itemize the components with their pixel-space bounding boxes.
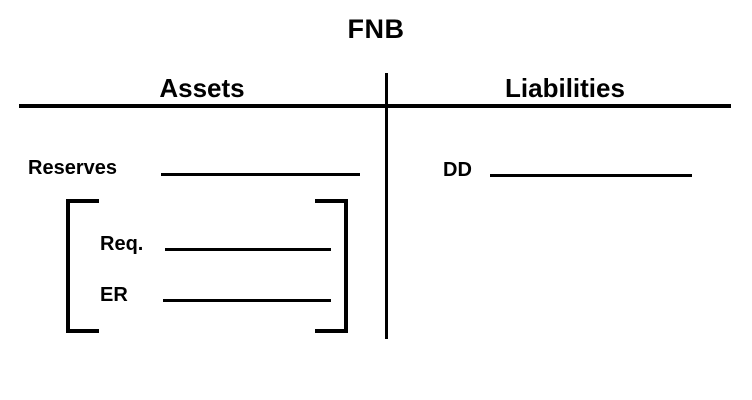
entry-label-excess-reserves: ER: [100, 284, 128, 306]
grouping-bracket-right: [315, 199, 348, 333]
grouping-bracket-left: [66, 199, 99, 333]
entry-blank-reserves[interactable]: [161, 173, 360, 176]
t-account-vertical-divider: [385, 73, 388, 339]
entry-blank-demand-deposits[interactable]: [490, 174, 692, 177]
column-heading-liabilities: Liabilities: [505, 73, 625, 103]
entry-label-reserves: Reserves: [28, 157, 117, 179]
entry-label-required-reserves: Req.: [100, 233, 144, 255]
entry-blank-required-reserves[interactable]: [165, 248, 331, 251]
column-heading-assets: Assets: [159, 73, 245, 103]
page-title: FNB: [347, 14, 405, 44]
entry-label-demand-deposits: DD: [443, 159, 472, 181]
entry-blank-excess-reserves[interactable]: [163, 299, 331, 302]
t-account-horizontal-rule: [19, 104, 731, 108]
